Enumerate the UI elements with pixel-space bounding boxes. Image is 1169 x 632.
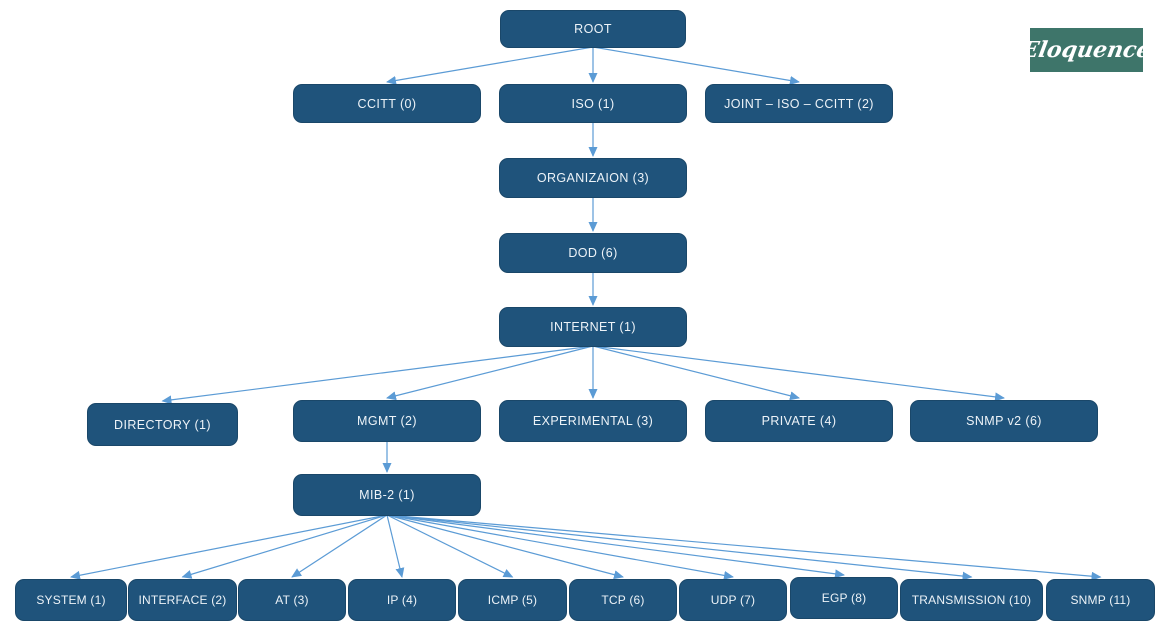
node-root: ROOT	[500, 10, 686, 48]
node-label: SNMP v2 (6)	[966, 414, 1042, 428]
node-icmp: ICMP (5)	[458, 579, 567, 621]
node-label: SYSTEM (1)	[36, 593, 106, 607]
node-snmp-v2: SNMP v2 (6)	[910, 400, 1098, 442]
node-label: IP (4)	[386, 593, 418, 607]
node-label: AT (3)	[275, 593, 309, 607]
node-joint-iso-ccitt: JOINT – ISO – CCITT (2)	[705, 84, 893, 123]
node-experimental: EXPERIMENTAL (3)	[499, 400, 687, 442]
node-system: SYSTEM (1)	[15, 579, 127, 621]
node-at: AT (3)	[238, 579, 346, 621]
node-label: DOD (6)	[568, 246, 618, 260]
node-udp: UDP (7)	[679, 579, 787, 621]
node-organization: ORGANIZAION (3)	[499, 158, 687, 198]
node-label: CCITT (0)	[357, 96, 417, 111]
node-label: JOINT – ISO – CCITT (2)	[724, 96, 874, 111]
node-label: ORGANIZAION (3)	[536, 171, 650, 185]
node-label: TCP (6)	[601, 593, 645, 607]
node-interface: INTERFACE (2)	[128, 579, 237, 621]
node-label: EGP (8)	[821, 591, 867, 605]
node-snmp: SNMP (11)	[1046, 579, 1155, 621]
node-dod: DOD (6)	[499, 233, 687, 273]
node-ip: IP (4)	[348, 579, 456, 621]
node-internet: INTERNET (1)	[499, 307, 687, 347]
node-label: SNMP (11)	[1070, 593, 1131, 607]
node-label: UDP (7)	[710, 593, 756, 607]
node-transmission: TRANSMISSION (10)	[900, 579, 1043, 621]
node-label: ISO (1)	[571, 96, 615, 111]
node-label: MGMT (2)	[357, 414, 417, 428]
node-label: INTERFACE (2)	[138, 593, 227, 607]
eloquence-logo: Eloquence	[1020, 28, 1153, 72]
node-directory: DIRECTORY (1)	[87, 403, 238, 446]
node-ccitt: CCITT (0)	[293, 84, 481, 123]
node-mib-2: MIB-2 (1)	[293, 474, 481, 516]
node-label: MIB-2 (1)	[359, 488, 415, 502]
node-iso: ISO (1)	[499, 84, 687, 123]
eloquence-logo-text: Eloquence	[1019, 37, 1154, 63]
node-label: DIRECTORY (1)	[114, 417, 211, 432]
node-label: EXPERIMENTAL (3)	[532, 414, 654, 428]
node-private: PRIVATE (4)	[705, 400, 893, 442]
node-egp: EGP (8)	[790, 577, 898, 619]
node-label: ICMP (5)	[487, 593, 538, 607]
node-tcp: TCP (6)	[569, 579, 677, 621]
node-label: TRANSMISSION (10)	[911, 593, 1032, 607]
node-label: PRIVATE (4)	[761, 414, 837, 428]
node-label: ROOT	[574, 22, 612, 36]
node-label: INTERNET (1)	[550, 320, 636, 334]
node-mgmt: MGMT (2)	[293, 400, 481, 442]
